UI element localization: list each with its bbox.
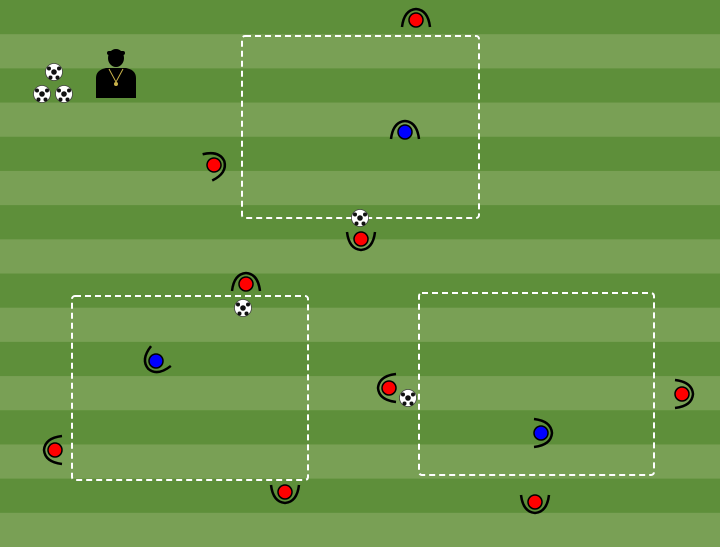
red-player-icon: [230, 271, 262, 292]
blue-player-icon: [389, 119, 421, 140]
pitch-stripe: [0, 512, 720, 547]
red-player-icon: [376, 372, 397, 404]
blue-player-icon: [533, 417, 554, 449]
blue-player-icon: [143, 345, 172, 374]
pitch-stripe: [0, 410, 720, 445]
soccer-ball-icon: [399, 389, 417, 407]
red-player-icon: [345, 231, 377, 252]
red-player-icon: [519, 494, 551, 515]
pitch-stripe: [0, 341, 720, 377]
soccer-ball-icon: [55, 85, 73, 103]
players: [42, 7, 695, 515]
pitch-stripe: [0, 273, 720, 309]
pitch-stripe: [0, 307, 720, 343]
red-player-icon: [42, 434, 63, 466]
soccer-ball-icon: [234, 299, 252, 317]
pitch-stripe: [0, 376, 720, 411]
pitch-stripe: [0, 0, 720, 35]
soccer-ball-icon: [351, 209, 369, 227]
pitch-stripe: [0, 444, 720, 480]
red-player-icon: [674, 378, 695, 410]
soccer-ball-icon: [33, 85, 51, 103]
pitch-stripe: [0, 136, 720, 172]
pitch-stripe: [0, 478, 720, 514]
dashed-area-box: [418, 292, 655, 476]
red-player-icon: [202, 151, 227, 182]
pitch-stripe: [0, 170, 720, 206]
dashed-area-box: [71, 295, 309, 481]
pitch-stripe: [0, 102, 720, 138]
coach-icon: [96, 49, 136, 98]
red-player-icon: [269, 484, 301, 505]
red-player-icon: [400, 7, 432, 28]
soccer-ball-icon: [45, 63, 63, 81]
